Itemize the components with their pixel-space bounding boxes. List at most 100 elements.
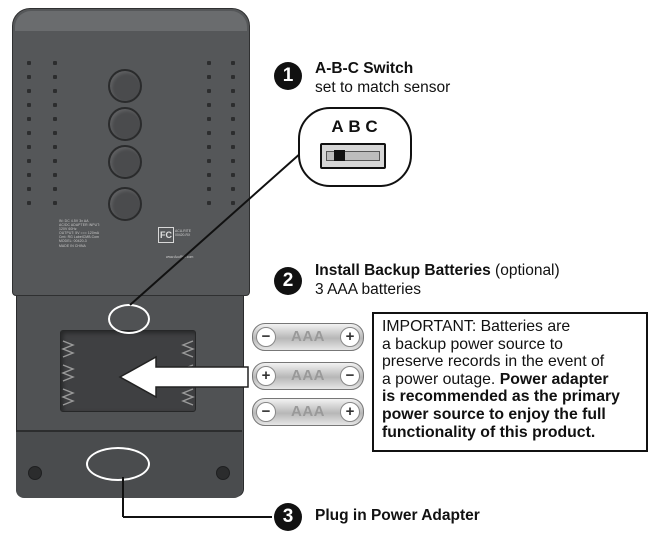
vent-hole <box>207 103 211 107</box>
web-address-print: www.AcuRite.com <box>166 255 194 259</box>
battery-2-label: AAA <box>291 367 325 384</box>
insert-arrow-icon <box>118 355 249 399</box>
aaa-battery-3: − AAA + <box>252 398 364 426</box>
vent-hole <box>53 117 57 121</box>
vent-hole <box>231 131 235 135</box>
step-2-optional-tag: (optional) <box>495 262 560 279</box>
vent-hole <box>27 187 31 191</box>
vent-hole <box>53 75 57 79</box>
vent-hole <box>231 117 235 121</box>
vent-hole <box>27 117 31 121</box>
step-2-title: Install Backup Batteries <box>315 262 491 279</box>
switch-letter-c: C <box>365 117 378 136</box>
battery-2-plus-terminal: + <box>256 366 276 386</box>
vent-hole <box>231 75 235 79</box>
vent-hole <box>231 159 235 163</box>
vent-hole <box>53 103 57 107</box>
step-2-subtitle: 3 AAA batteries <box>315 281 421 298</box>
vent-hole <box>53 201 57 205</box>
battery-3-plus-terminal: + <box>340 402 360 422</box>
note-line-4-bold: Power adapter <box>499 370 609 388</box>
regulatory-fine-print: IN: DC 4.5V 3x AA AC/DC ADAPTER INPUT: 1… <box>59 219 100 248</box>
battery-3-minus-terminal: − <box>256 402 276 422</box>
switch-knob <box>334 150 345 161</box>
vent-hole <box>53 61 57 65</box>
vent-hole <box>53 89 57 93</box>
vent-hole <box>231 145 235 149</box>
device-back-panel: IN: DC 4.5V 3x AA AC/DC ADAPTER INPUT: 1… <box>12 8 250 296</box>
note-line-4: a power outage. Power adapter <box>382 371 638 389</box>
vent-hole <box>207 201 211 205</box>
note-line-5: is recommended as the primary <box>382 388 620 406</box>
battery-2-minus-terminal: − <box>340 366 360 386</box>
step-1-number-badge: 1 <box>274 62 302 90</box>
vent-hole <box>27 75 31 79</box>
vent-hole <box>207 117 211 121</box>
screw-hole-left-icon <box>28 466 42 480</box>
note-line-2: a backup power source to <box>382 335 563 353</box>
vent-hole <box>231 201 235 205</box>
vent-hole <box>231 187 235 191</box>
vent-hole <box>27 61 31 65</box>
device-button-2 <box>108 107 142 141</box>
vent-hole <box>207 187 211 191</box>
note-line-6: power source to enjoy the full <box>382 405 606 423</box>
vent-hole <box>53 145 57 149</box>
switch-letter-a: A <box>331 117 344 136</box>
step-2-number-badge: 2 <box>274 267 302 295</box>
step-3-title: Plug in Power Adapter <box>315 507 480 524</box>
switch-location-highlight <box>108 304 150 334</box>
battery-1-plus-terminal: + <box>340 327 360 347</box>
vent-hole <box>207 159 211 163</box>
vent-hole <box>27 201 31 205</box>
vent-hole <box>207 173 211 177</box>
vent-hole <box>231 173 235 177</box>
vent-hole <box>53 173 57 177</box>
battery-3-label: AAA <box>291 403 325 420</box>
note-line-1: IMPORTANT: Batteries are <box>382 318 571 335</box>
step-3-number-badge: 3 <box>274 503 302 531</box>
vent-hole <box>207 75 211 79</box>
aaa-battery-1: − AAA + <box>252 323 364 351</box>
brand-print: ACU-RITE 00420-RX <box>175 229 192 238</box>
vent-hole <box>207 61 211 65</box>
note-line-7: functionality of this product. <box>382 423 596 441</box>
note-line-4-normal: a power outage. <box>382 370 496 388</box>
vent-hole <box>27 89 31 93</box>
device-button-3 <box>108 145 142 179</box>
switch-letter-b: B <box>348 117 361 136</box>
vent-hole <box>231 61 235 65</box>
left-battery-springs-icon <box>61 340 75 406</box>
important-note: IMPORTANT: Batteries are a backup power … <box>372 312 648 452</box>
vent-hole <box>27 131 31 135</box>
vent-hole <box>27 159 31 163</box>
vent-hole <box>231 89 235 93</box>
device-button-4 <box>108 187 142 221</box>
vent-hole <box>27 103 31 107</box>
vent-hole <box>231 103 235 107</box>
vent-hole <box>53 131 57 135</box>
power-jack-highlight <box>86 447 150 481</box>
note-line-3: preserve records in the event of <box>382 353 605 371</box>
step-1-title: A-B-C Switch <box>315 60 414 77</box>
step-2-title-line: Install Backup Batteries (optional) <box>315 262 560 280</box>
vent-hole <box>207 145 211 149</box>
abc-slide-switch <box>320 143 386 169</box>
battery-1-label: AAA <box>291 328 325 345</box>
vent-hole <box>207 89 211 93</box>
vent-hole <box>207 131 211 135</box>
vent-hole <box>27 173 31 177</box>
vent-hole <box>53 159 57 163</box>
aaa-battery-2: + AAA − <box>252 362 364 390</box>
screw-hole-right-icon <box>216 466 230 480</box>
fcc-logo: FC <box>158 227 174 243</box>
switch-slot <box>326 151 380 161</box>
battery-1-minus-terminal: − <box>256 327 276 347</box>
vent-hole <box>53 187 57 191</box>
step-1-subtitle: set to match sensor <box>315 79 451 96</box>
device-button-1 <box>108 69 142 103</box>
vent-hole <box>27 145 31 149</box>
